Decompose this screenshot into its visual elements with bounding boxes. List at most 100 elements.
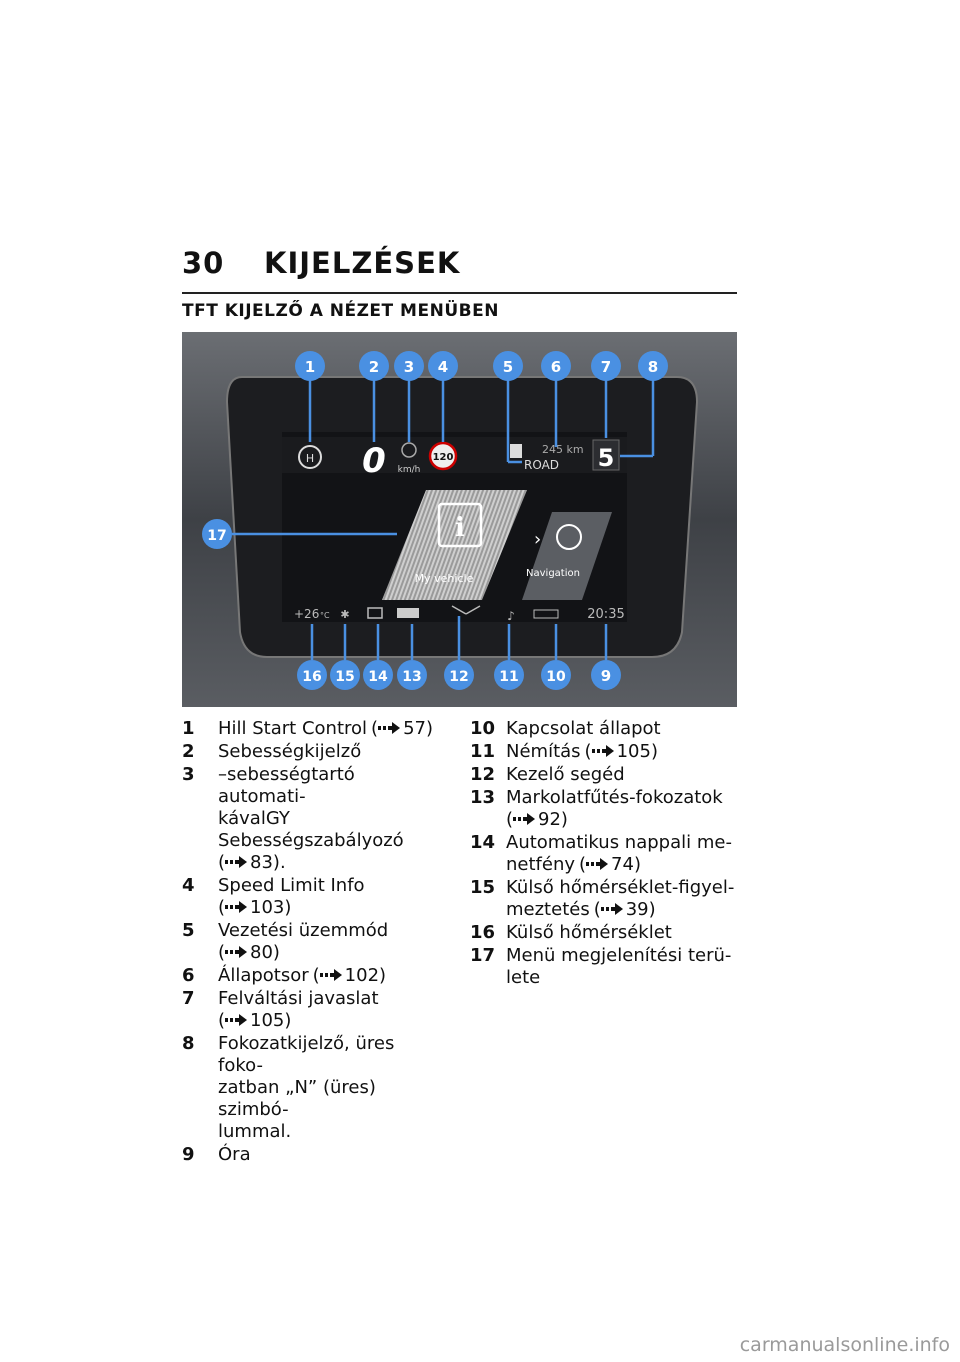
page-reference[interactable]: (39) [593,899,656,920]
gear-indicator: 5 [598,444,615,472]
legend-number: 14 [470,832,496,853]
menu-tile-navigation [522,512,612,600]
legend-number: 11 [470,741,496,762]
legend-text-line: Külső hőmérséklet [506,922,672,943]
riding-mode: ROAD [524,458,559,472]
legend-number: 5 [182,920,195,941]
arrow-right-icon [319,969,342,981]
page-reference[interactable]: (105) [584,741,658,762]
legend-number: 9 [182,1144,195,1165]
callout-8: 8 [648,358,658,376]
legend-number: 7 [182,988,195,1009]
callout-12: 12 [449,669,468,685]
page-reference[interactable]: (83). [218,852,286,873]
arrow-right-icon [225,856,248,868]
callout-9: 9 [601,667,611,685]
watermark: carmanualsonline.info [739,1334,950,1356]
legend-text-line: Kapcsolat állapot [506,718,661,739]
page-reference[interactable]: (103) [218,897,292,918]
legend-item: 16 Külső hőmérséklet [470,922,738,944]
speed-limit-value: 120 [433,452,454,463]
callout-5: 5 [503,358,513,376]
page-reference[interactable]: (57) [371,718,433,739]
legend-text-line: Sebességszabályozó [218,830,404,851]
operating-assistant-icon [451,605,467,615]
page-reference[interactable]: (80) [218,942,280,963]
legend-text-line: Óra [218,1144,251,1165]
mute-icon: ♪ [507,609,515,623]
arrow-right-icon [600,903,623,915]
callout-17: 17 [207,528,226,544]
page-reference[interactable]: (105) [218,1010,292,1031]
legend-text-line: Állapotsor(102) [218,965,387,986]
legend-text-line: Speed Limit Info [218,875,365,896]
section-title: TFT KIJELZŐ A NÉZET MENÜBEN [182,301,499,321]
callout-11: 11 [499,669,518,685]
legend-text-line: kávalGY [218,808,290,829]
callout-2: 2 [369,358,379,376]
callout-6: 6 [551,358,561,376]
page-reference[interactable]: (92) [506,809,568,830]
arrow-right-icon [591,745,614,757]
legend-number: 4 [182,875,195,896]
speed-digit: 0 [362,441,386,481]
legend-text-line: Automatikus nappali me- [506,832,732,853]
arrow-right-icon [225,946,248,958]
callout-13: 13 [402,669,421,685]
leader-lines [232,380,655,660]
legend-text-line: Kezelő segéd [506,764,625,785]
dashboard-photo: H 0 km/h 120 245 km ROAD 5 i My vehicle … [182,332,737,707]
info-glyph: i [455,513,465,543]
arrow-right-icon [225,901,248,913]
arrow-right-icon [513,813,536,825]
legend-text-line: lete [506,967,541,988]
menu-navigation-label: Navigation [526,568,580,579]
legend-item: 7 Felváltási javaslat(105) [182,988,442,1032]
legend-text-line: Felváltási javaslat [218,988,379,1009]
legend-text-line: Markolatfűtés-fokozatok [506,787,723,808]
legend-item: 9 Óra [182,1144,442,1166]
page-reference[interactable]: (102) [312,965,387,986]
legend-text-line: netfény(74) [506,854,641,875]
svg-text:H: H [306,452,314,465]
callout-15: 15 [335,669,354,685]
legend-number: 3 [182,764,195,785]
clock-value: 20:35 [587,607,624,622]
dashboard-illustration: H 0 km/h 120 245 km ROAD 5 i My vehicle … [182,332,737,707]
legend-text-line: Fokozatkijelző, üres foko- [218,1033,395,1076]
chevron-right-icon: › [534,529,541,550]
legend-number: 1 [182,718,195,739]
range-value: 245 km [542,443,584,456]
daylight-icon [367,607,383,619]
cruise-icon [401,442,417,458]
header-rule [182,292,737,294]
legend-number: 10 [470,718,496,739]
menu-my-vehicle-label: My vehicle [415,572,474,585]
legend-item: 4 Speed Limit Info(103) [182,875,442,919]
callout-7: 7 [601,358,611,376]
legend-text-line: Külső hőmérséklet-figyel- [506,877,735,898]
legend-number: 15 [470,877,496,898]
fuel-icon [510,444,522,458]
page-reference[interactable]: (74) [579,854,641,875]
legend-number: 16 [470,922,496,943]
legend-number: 2 [182,741,195,762]
arrow-right-icon [225,1014,248,1026]
frost-icon: ✱ [340,608,349,621]
callout-10: 10 [546,669,566,685]
callout-4: 4 [438,358,448,376]
legend-number: 8 [182,1033,195,1054]
gear-box [592,439,620,471]
